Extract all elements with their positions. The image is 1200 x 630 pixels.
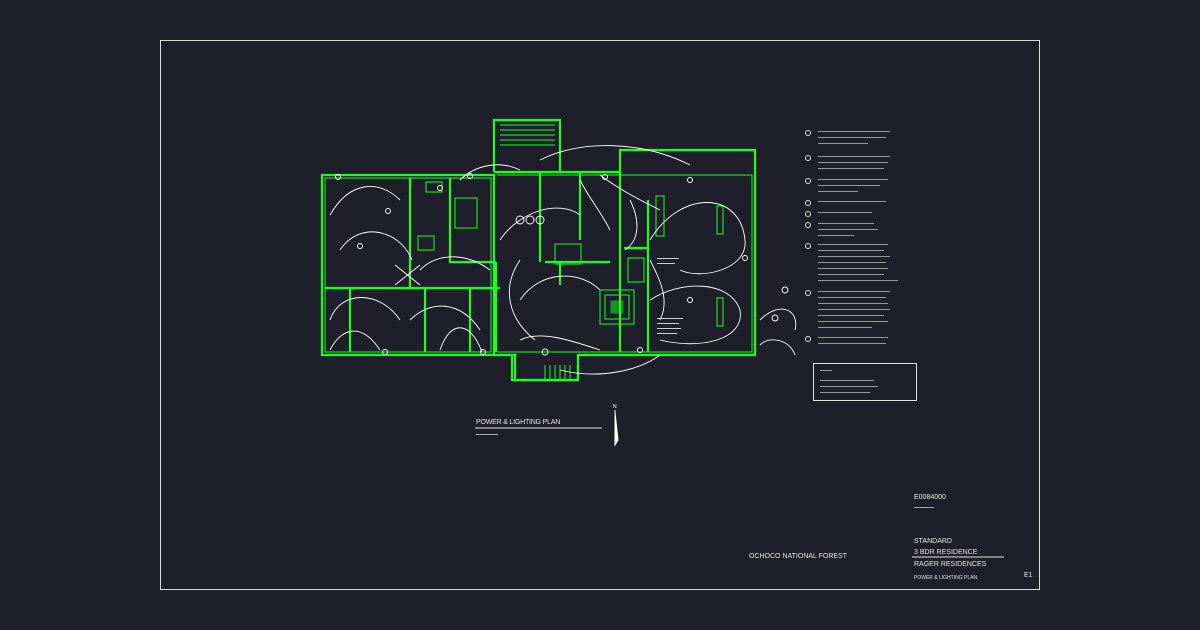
north-arrow: N xyxy=(613,404,619,447)
stair-detail xyxy=(417,124,724,380)
keynote-marker xyxy=(805,290,811,296)
plan-title: POWER & LIGHTING PLAN xyxy=(476,419,561,426)
keynote-line xyxy=(818,156,890,157)
notes-line xyxy=(820,386,878,387)
sheet-number: E1 xyxy=(1024,572,1033,579)
keynote-marker xyxy=(805,130,811,136)
keynote-line xyxy=(818,250,884,251)
keynote-line xyxy=(818,256,890,257)
keynote-line xyxy=(818,309,890,310)
keynote-line xyxy=(818,162,888,163)
keynote-line xyxy=(818,327,872,328)
plan-scale-mark xyxy=(476,434,498,435)
keynote-line xyxy=(818,137,886,138)
north-label: N xyxy=(613,404,617,410)
project-line-2: 3 BDR RESIDENCE xyxy=(914,549,978,556)
general-notes-box xyxy=(813,363,917,401)
keynote-line xyxy=(818,343,886,344)
keynote-line xyxy=(818,303,888,304)
keynote-marker xyxy=(805,243,811,249)
keynote-line xyxy=(818,280,898,281)
keynote-marker xyxy=(805,336,811,342)
project-line-1: STANDARD xyxy=(914,538,952,545)
project-line-3: RAGER RESIDENCES xyxy=(914,561,987,568)
keynote-line xyxy=(818,191,858,192)
keynote-line xyxy=(818,179,888,180)
drawing-sheet-border xyxy=(160,40,1040,590)
forest-name: OCHOCO NATIONAL FOREST xyxy=(749,553,848,560)
keynote-marker xyxy=(805,211,811,217)
keynote-line xyxy=(818,268,888,269)
fixture-symbols xyxy=(335,173,789,356)
keynote-line xyxy=(818,185,880,186)
keynote-line xyxy=(818,168,884,169)
keynote-line xyxy=(818,244,888,245)
keynote-line xyxy=(818,201,886,202)
sheet-title: POWER & LIGHTING PLAN xyxy=(914,575,978,581)
notes-line xyxy=(820,392,870,393)
keynote-line xyxy=(818,131,890,132)
keynote-line xyxy=(818,297,886,298)
keynote-line xyxy=(818,262,886,263)
keynote-line xyxy=(818,223,874,224)
keynote-line xyxy=(818,337,888,338)
keynote-line xyxy=(818,315,884,316)
keynote-marker xyxy=(805,200,811,206)
notes-heading-line xyxy=(820,370,832,371)
keynote-line xyxy=(818,321,888,322)
notes-line xyxy=(820,380,874,381)
wiring-runs xyxy=(329,145,797,375)
keynote-line xyxy=(818,212,872,213)
drawing-number: E0084000 xyxy=(914,494,946,501)
keynote-marker xyxy=(805,155,811,161)
plan-annotation-marks xyxy=(657,258,683,334)
keynote-line xyxy=(818,235,854,236)
keynote-line xyxy=(818,229,878,230)
keynote-line xyxy=(818,291,890,292)
keynote-marker xyxy=(805,222,811,228)
keynote-line xyxy=(818,143,868,144)
keynote-marker xyxy=(805,178,811,184)
drawing-date-mark xyxy=(914,507,934,508)
wall-outlines xyxy=(320,118,757,382)
keynote-line xyxy=(818,274,884,275)
